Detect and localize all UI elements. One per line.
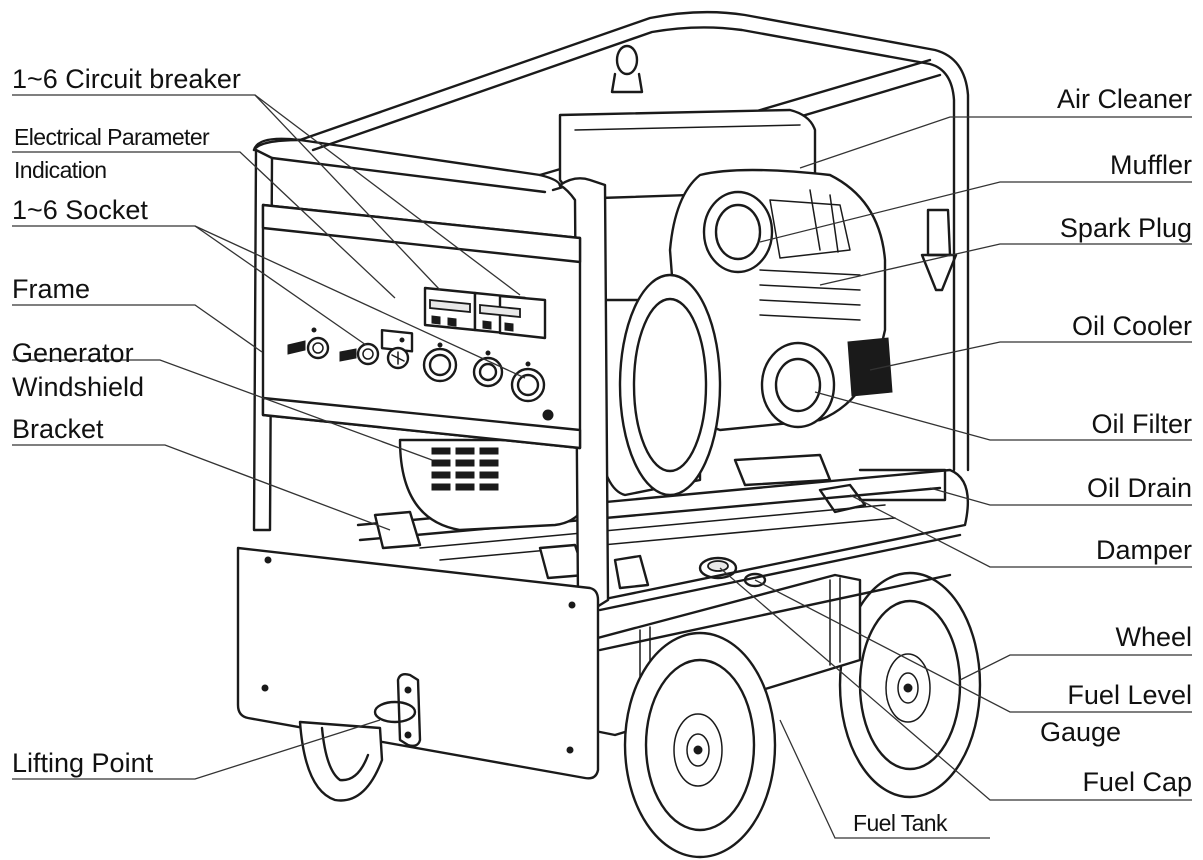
label-circuit-breaker: 1~6 Circuit breaker bbox=[12, 64, 241, 94]
label-oil-cooler: Oil Cooler bbox=[1072, 311, 1192, 341]
label-electrical-parameter-indication: Indication bbox=[14, 157, 106, 183]
label-bracket: Bracket bbox=[12, 414, 104, 444]
lifting-point-hook bbox=[373, 672, 422, 748]
control-panel bbox=[261, 203, 582, 450]
front-plate bbox=[236, 546, 600, 780]
labels-right: Air Cleaner Muffler Spark Plug Oil Coole… bbox=[853, 84, 1192, 836]
label-muffler: Muffler bbox=[1110, 150, 1192, 180]
generator-windshield bbox=[398, 438, 602, 532]
label-wheel: Wheel bbox=[1115, 622, 1192, 652]
front-wheel-right bbox=[623, 631, 777, 859]
leader-lines bbox=[12, 94, 1192, 839]
label-electrical-parameter: Electrical Parameter bbox=[14, 124, 210, 150]
label-spark-plug: Spark Plug bbox=[1060, 213, 1192, 243]
label-gauge: Gauge bbox=[1040, 717, 1121, 747]
chassis bbox=[356, 468, 969, 652]
label-generator: Generator bbox=[12, 338, 134, 368]
rear-wheel bbox=[838, 571, 982, 799]
labels-left: 1~6 Circuit breaker Electrical Parameter… bbox=[12, 64, 241, 778]
circuit-breakers bbox=[423, 286, 547, 340]
windshield-vents bbox=[431, 447, 499, 491]
engine-block bbox=[558, 108, 958, 514]
label-oil-filter: Oil Filter bbox=[1092, 409, 1193, 439]
front-wheel-left bbox=[298, 720, 384, 802]
label-fuel-level: Fuel Level bbox=[1067, 680, 1192, 710]
label-air-cleaner: Air Cleaner bbox=[1057, 84, 1192, 114]
label-lifting-point: Lifting Point bbox=[12, 748, 154, 778]
sockets bbox=[287, 327, 554, 421]
label-fuel-tank: Fuel Tank bbox=[853, 810, 948, 836]
label-damper: Damper bbox=[1096, 535, 1192, 565]
generator-illustration bbox=[236, 10, 982, 859]
label-fuel-cap: Fuel Cap bbox=[1082, 767, 1192, 797]
label-windshield: Windshield bbox=[12, 372, 144, 402]
label-oil-drain: Oil Drain bbox=[1087, 473, 1192, 503]
label-socket: 1~6 Socket bbox=[12, 195, 148, 225]
label-frame: Frame bbox=[12, 274, 90, 304]
